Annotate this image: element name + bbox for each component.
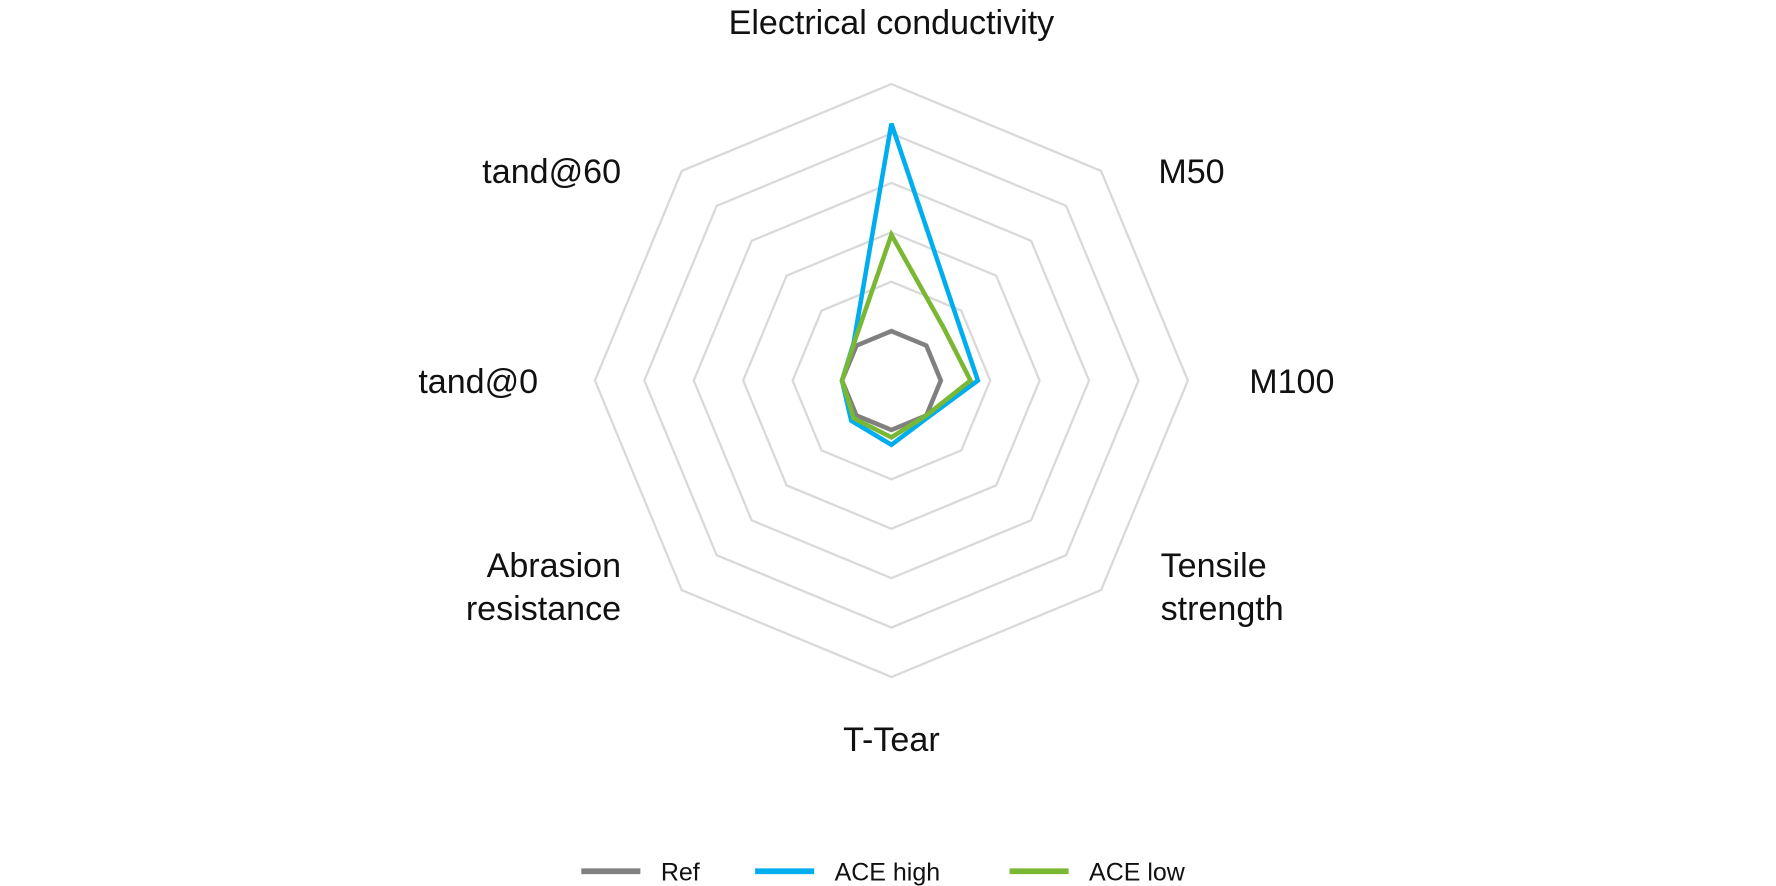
axis-label-4: T-Tear <box>843 721 940 759</box>
axis-label-6: tand@0 <box>418 363 538 401</box>
legend-label: Ref <box>661 858 700 886</box>
grid-ring-4 <box>692 181 1091 580</box>
radar-series <box>839 122 981 448</box>
grid-ring-2 <box>791 280 992 481</box>
legend: Ref ACE high ACE low <box>581 858 1186 886</box>
radar-grid <box>593 82 1190 679</box>
grid-ring-3 <box>741 231 1041 530</box>
legend-item-ace-high: ACE high <box>755 858 940 886</box>
grid-ring-5 <box>643 132 1140 629</box>
legend-label: ACE high <box>835 858 940 886</box>
legend-label: ACE low <box>1089 858 1186 886</box>
grid-ring-6 <box>593 82 1190 679</box>
legend-item-ref: Ref <box>581 858 700 886</box>
legend-item-ace-low: ACE low <box>1009 858 1186 886</box>
axis-label-1: M50 <box>1158 153 1224 191</box>
axis-label-7: tand@60 <box>482 153 621 191</box>
series-ace-high <box>839 122 981 448</box>
axis-label-2: M100 <box>1249 363 1334 401</box>
axis-label-0: Electrical conductivity <box>729 4 1055 42</box>
